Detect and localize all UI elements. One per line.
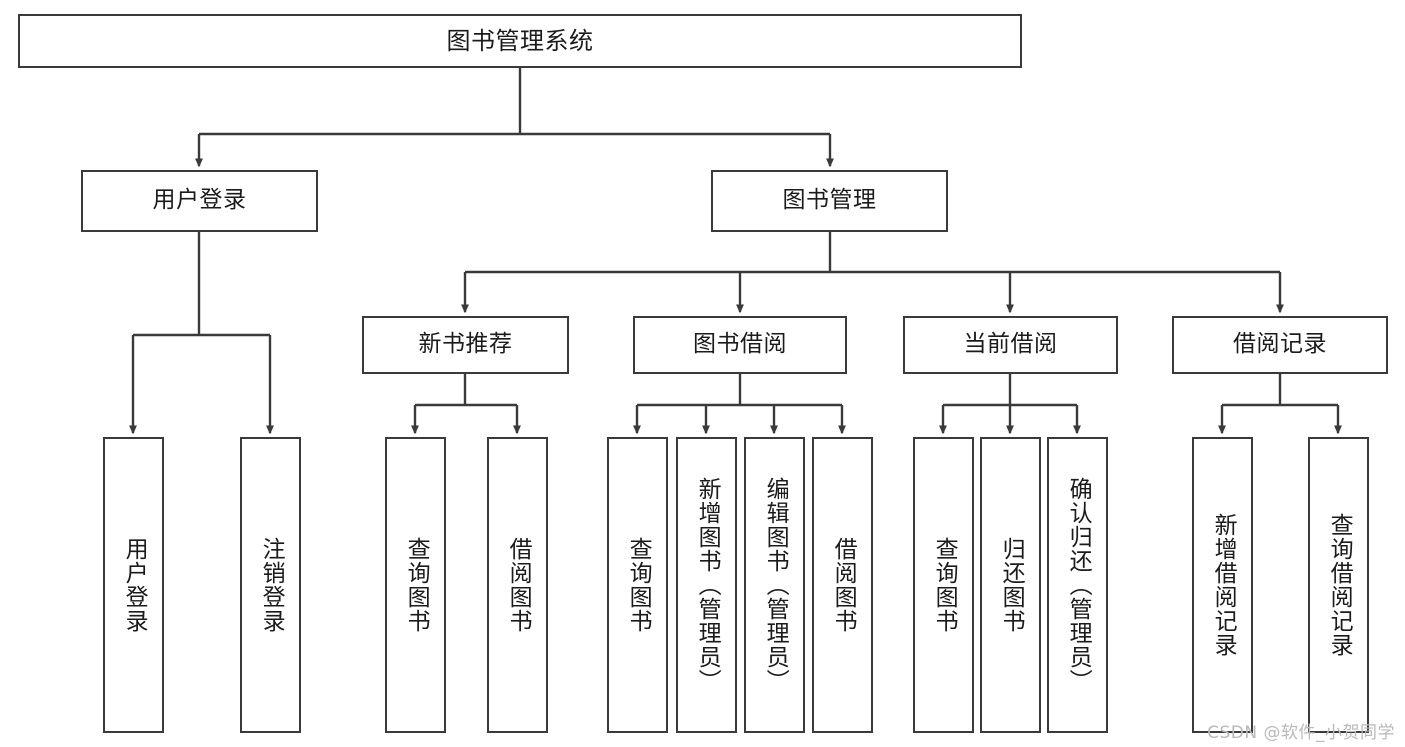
node-label: 当前借阅 bbox=[963, 331, 1058, 358]
leaf-user-login-logout[interactable]: 注销登录 bbox=[240, 437, 301, 733]
leaf-current-borrow-confirm-return-admin[interactable]: 确认归还（管理员） bbox=[1047, 437, 1108, 733]
node-user-login[interactable]: 用户登录 bbox=[81, 170, 318, 232]
node-label: 图书管理 bbox=[782, 187, 877, 214]
node-label: 归还图书 bbox=[998, 537, 1025, 633]
node-label: 新书推荐 bbox=[418, 331, 513, 358]
node-borrowing-records[interactable]: 借阅记录 bbox=[1172, 316, 1388, 374]
leaf-book-borrow-query-book[interactable]: 查询图书 bbox=[607, 437, 668, 733]
node-label: 借阅图书 bbox=[505, 537, 532, 633]
node-label: 查询图书 bbox=[625, 537, 652, 633]
node-label: 查询图书 bbox=[931, 537, 958, 633]
leaf-current-borrow-return-book[interactable]: 归还图书 bbox=[980, 437, 1041, 733]
node-label: 借阅记录 bbox=[1233, 331, 1327, 358]
node-label: 查询借阅记录 bbox=[1326, 513, 1353, 657]
leaf-borrow-record-add-record[interactable]: 新增借阅记录 bbox=[1192, 437, 1253, 733]
node-label: 图书管理系统 bbox=[446, 26, 594, 55]
node-current-borrowing[interactable]: 当前借阅 bbox=[903, 316, 1118, 374]
leaf-book-borrow-edit-book-admin[interactable]: 编辑图书（管理员） bbox=[744, 437, 805, 733]
leaf-book-borrow-add-book-admin[interactable]: 新增图书（管理员） bbox=[676, 437, 737, 733]
node-book-management[interactable]: 图书管理 bbox=[711, 170, 948, 232]
node-label: 编辑图书（管理员） bbox=[762, 477, 789, 693]
leaf-current-borrow-query-book[interactable]: 查询图书 bbox=[913, 437, 974, 733]
node-label: 新增图书（管理员） bbox=[694, 477, 721, 693]
node-label: 查询图书 bbox=[403, 537, 430, 633]
node-label: 注销登录 bbox=[258, 537, 285, 633]
csdn-watermark: CSDN @软件_小贺同学 bbox=[1207, 723, 1395, 743]
node-book-borrowing[interactable]: 图书借阅 bbox=[633, 316, 847, 374]
node-label: 确认归还（管理员） bbox=[1065, 477, 1092, 693]
node-new-book-recommendation[interactable]: 新书推荐 bbox=[362, 316, 569, 374]
leaf-user-login-login[interactable]: 用户登录 bbox=[103, 437, 164, 733]
leaf-new-book-borrow-book[interactable]: 借阅图书 bbox=[487, 437, 548, 733]
node-label: 用户登录 bbox=[152, 187, 247, 214]
node-label: 借阅图书 bbox=[830, 537, 857, 633]
node-label: 图书借阅 bbox=[693, 331, 787, 358]
leaf-book-borrow-borrow-book[interactable]: 借阅图书 bbox=[812, 437, 873, 733]
node-label: 用户登录 bbox=[121, 537, 148, 633]
leaf-new-book-query-book[interactable]: 查询图书 bbox=[385, 437, 446, 733]
node-label: 新增借阅记录 bbox=[1210, 513, 1237, 657]
leaf-borrow-record-query-record[interactable]: 查询借阅记录 bbox=[1308, 437, 1369, 733]
node-root-book-management-system[interactable]: 图书管理系统 bbox=[18, 14, 1022, 68]
